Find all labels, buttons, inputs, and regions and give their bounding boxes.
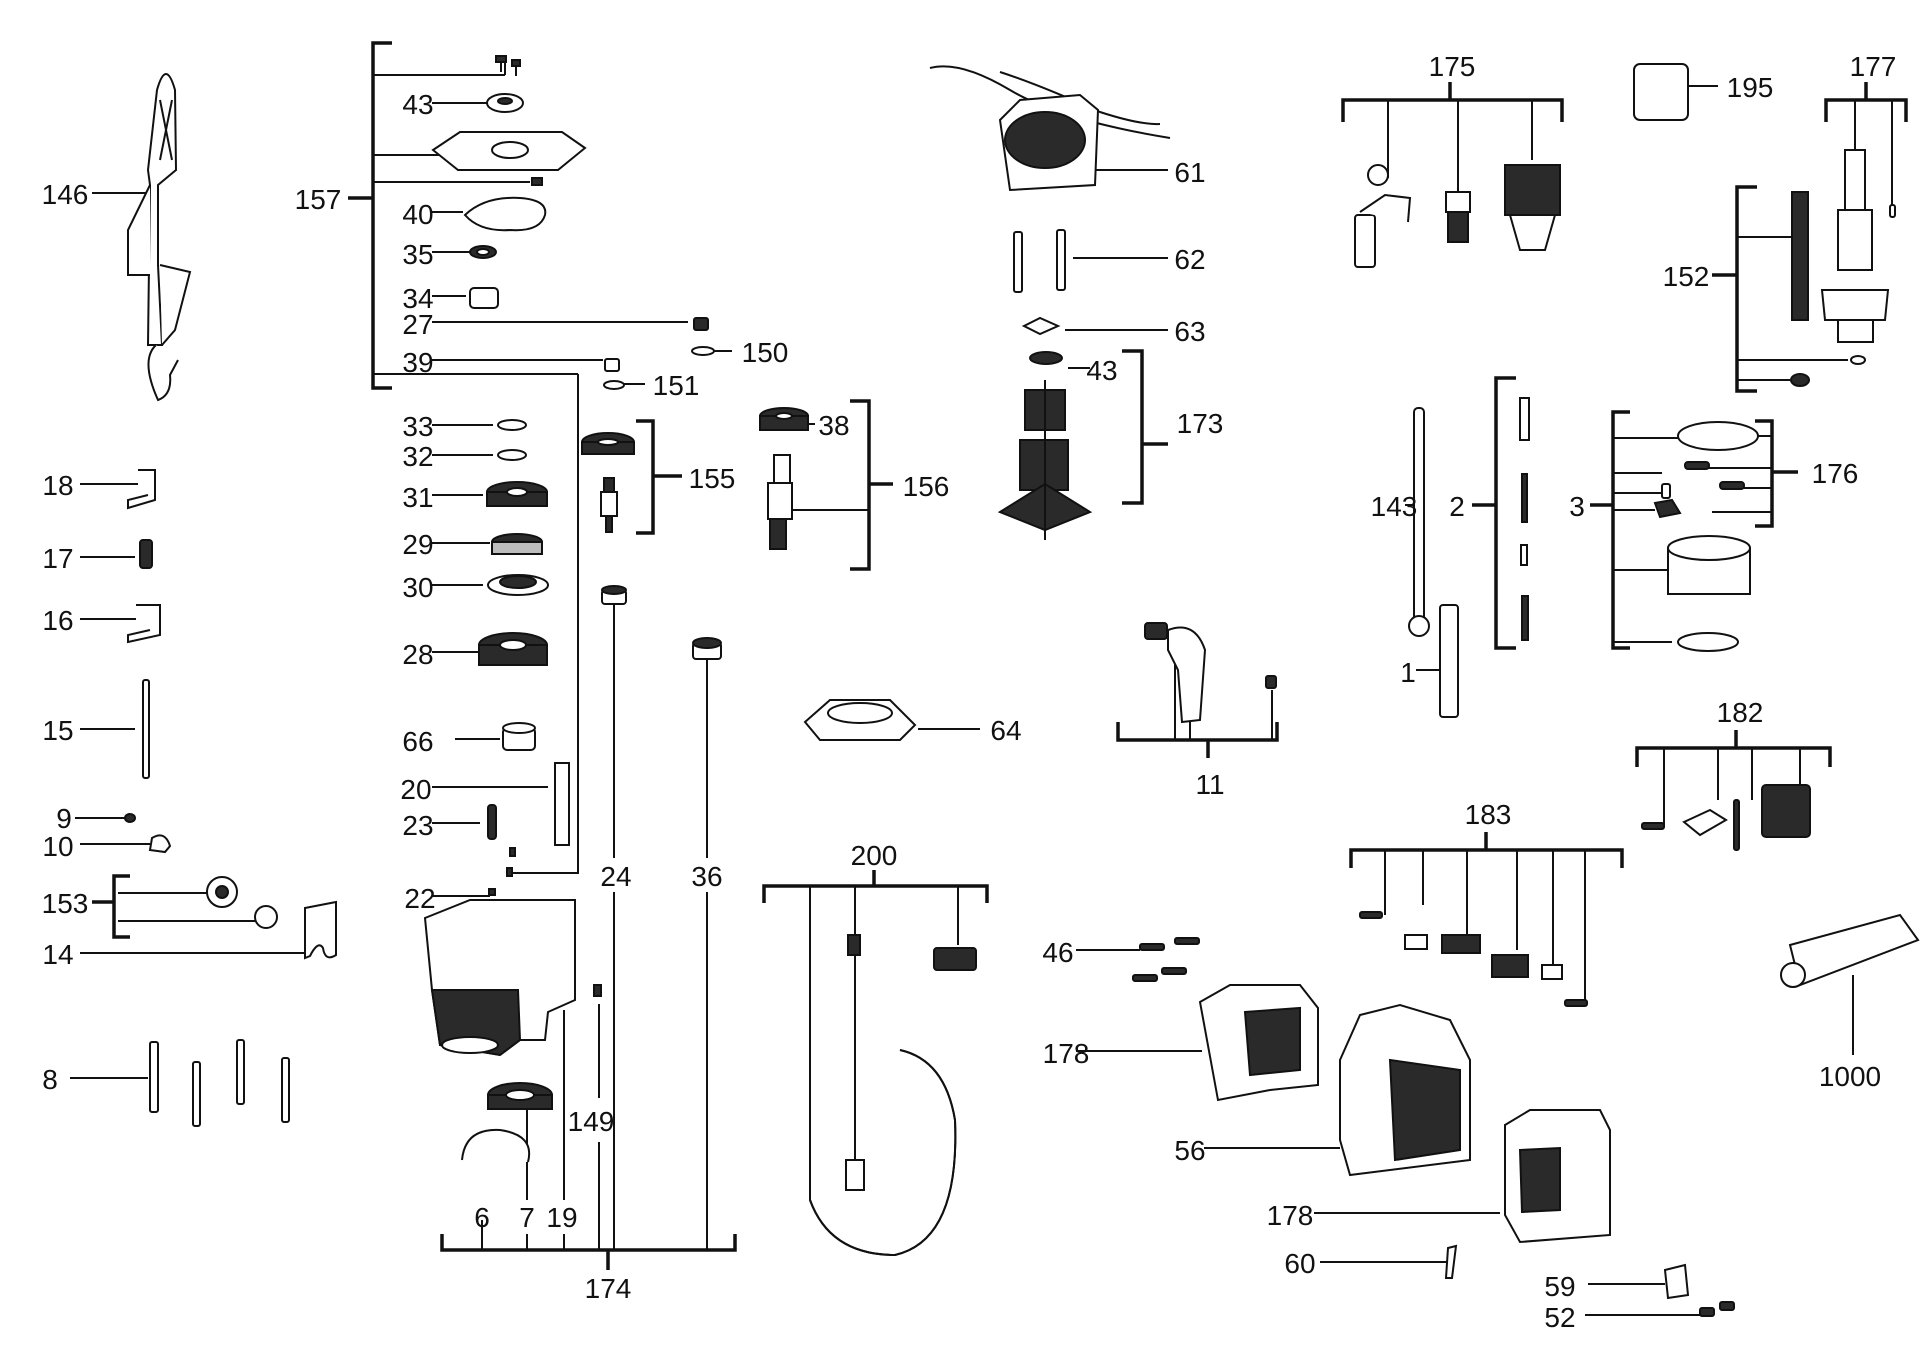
part-number-p36: 36 [691,861,722,892]
part-number-p2: 2 [1449,491,1465,522]
part-number-p43b: 43 [1086,355,1117,386]
part-number-p19: 19 [546,1202,577,1233]
spring-kit-drawing [1790,191,1866,387]
label-plate-drawing [1633,63,1689,121]
gear-cover-drawing [431,55,715,390]
part-number-p28: 28 [402,639,433,670]
part-number-p46: 46 [1042,937,1073,968]
part-number-p63: 63 [1174,316,1205,347]
part-number-p14: 14 [42,939,73,970]
part-number-p18: 18 [42,470,73,501]
part-number-p40: 40 [402,199,433,230]
motor-housing-drawing [1132,937,1735,1317]
part-number-p16: 16 [42,605,73,636]
left-column-drawing [124,469,337,1127]
part-number-p175: 175 [1429,51,1476,82]
part-number-p150: 150 [742,337,789,368]
part-number-p177: 177 [1850,51,1897,82]
part-number-p62: 62 [1174,244,1205,275]
part-number-p7: 7 [519,1202,535,1233]
part-number-p43a: 43 [402,89,433,120]
part-number-p143: 143 [1371,491,1418,522]
part-number-p151: 151 [653,370,700,401]
part-number-p183: 183 [1465,799,1512,830]
part-number-p33: 33 [402,411,433,442]
part-number-p182: 182 [1717,697,1764,728]
depth-rod-drawing [1408,397,1530,718]
cord-set-drawing [809,934,977,1257]
side-handle-drawing [127,73,192,402]
part-number-p64: 64 [990,715,1021,746]
bearings-drawing [601,585,722,660]
part-number-p39: 39 [402,347,433,378]
part-number-p59: 59 [1544,1271,1575,1302]
part-number-p29: 29 [402,529,433,560]
part-number-p10: 10 [42,831,73,862]
part-number-p153: 153 [42,888,89,919]
part-number-p22: 22 [404,883,435,914]
part-number-p174: 174 [585,1273,632,1304]
part-number-p34: 34 [402,283,433,314]
part-number-p38: 38 [818,410,849,441]
part-number-p156: 156 [903,471,950,502]
part-number-p24: 24 [600,861,631,892]
switch-kit-drawing [1641,784,1811,851]
part-number-p157: 157 [295,184,342,215]
part-number-p15: 15 [42,715,73,746]
clutch-kit-drawing [1653,421,1759,652]
part-number-p23: 23 [402,810,433,841]
part-number-p8: 8 [42,1064,58,1095]
part-number-p30: 30 [402,572,433,603]
part-number-p152: 152 [1663,261,1710,292]
part-number-p60: 60 [1284,1248,1315,1279]
lever-drawing [1144,622,1277,724]
part-number-p178a: 178 [1043,1038,1090,1069]
part-number-p195: 195 [1727,72,1774,103]
part-number-p6: 6 [474,1202,490,1233]
part-number-p32: 32 [402,441,433,472]
part-number-p155: 155 [689,463,736,494]
part-drawings [124,55,1920,1317]
intermediate-shaft-drawing [581,407,809,550]
motor-drawing [929,65,1171,540]
bearing-cover-drawing [803,699,917,741]
gear-housing-drawing [423,899,602,1163]
brush-kit-drawing [1359,911,1588,1007]
part-number-p27: 27 [402,309,433,340]
part-number-p173: 173 [1177,408,1224,439]
spindle-drawing [1820,149,1896,343]
part-number-p31: 31 [402,482,433,513]
part-number-p9: 9 [56,803,72,834]
part-number-p178b: 178 [1267,1200,1314,1231]
part-number-p1: 1 [1400,657,1416,688]
chuck-kit-drawing [1354,164,1561,268]
part-number-p61: 61 [1174,157,1205,188]
grease-tube-drawing [1780,913,1920,988]
part-number-p52: 52 [1544,1302,1575,1333]
part-number-p56: 56 [1174,1135,1205,1166]
part-number-p20: 20 [400,774,431,805]
gear-stack-drawing [478,419,570,896]
part-number-p35: 35 [402,239,433,270]
part-number-p17: 17 [42,543,73,574]
part-number-p146: 146 [42,179,89,210]
part-number-p176: 176 [1812,458,1859,489]
part-number-p149: 149 [568,1106,615,1137]
leader-lines [70,41,1908,1316]
part-number-p66: 66 [402,726,433,757]
part-number-p200: 200 [851,840,898,871]
part-number-p3: 3 [1569,491,1585,522]
part-number-p11: 11 [1195,769,1224,800]
part-number-p1000: 1000 [1819,1061,1881,1092]
